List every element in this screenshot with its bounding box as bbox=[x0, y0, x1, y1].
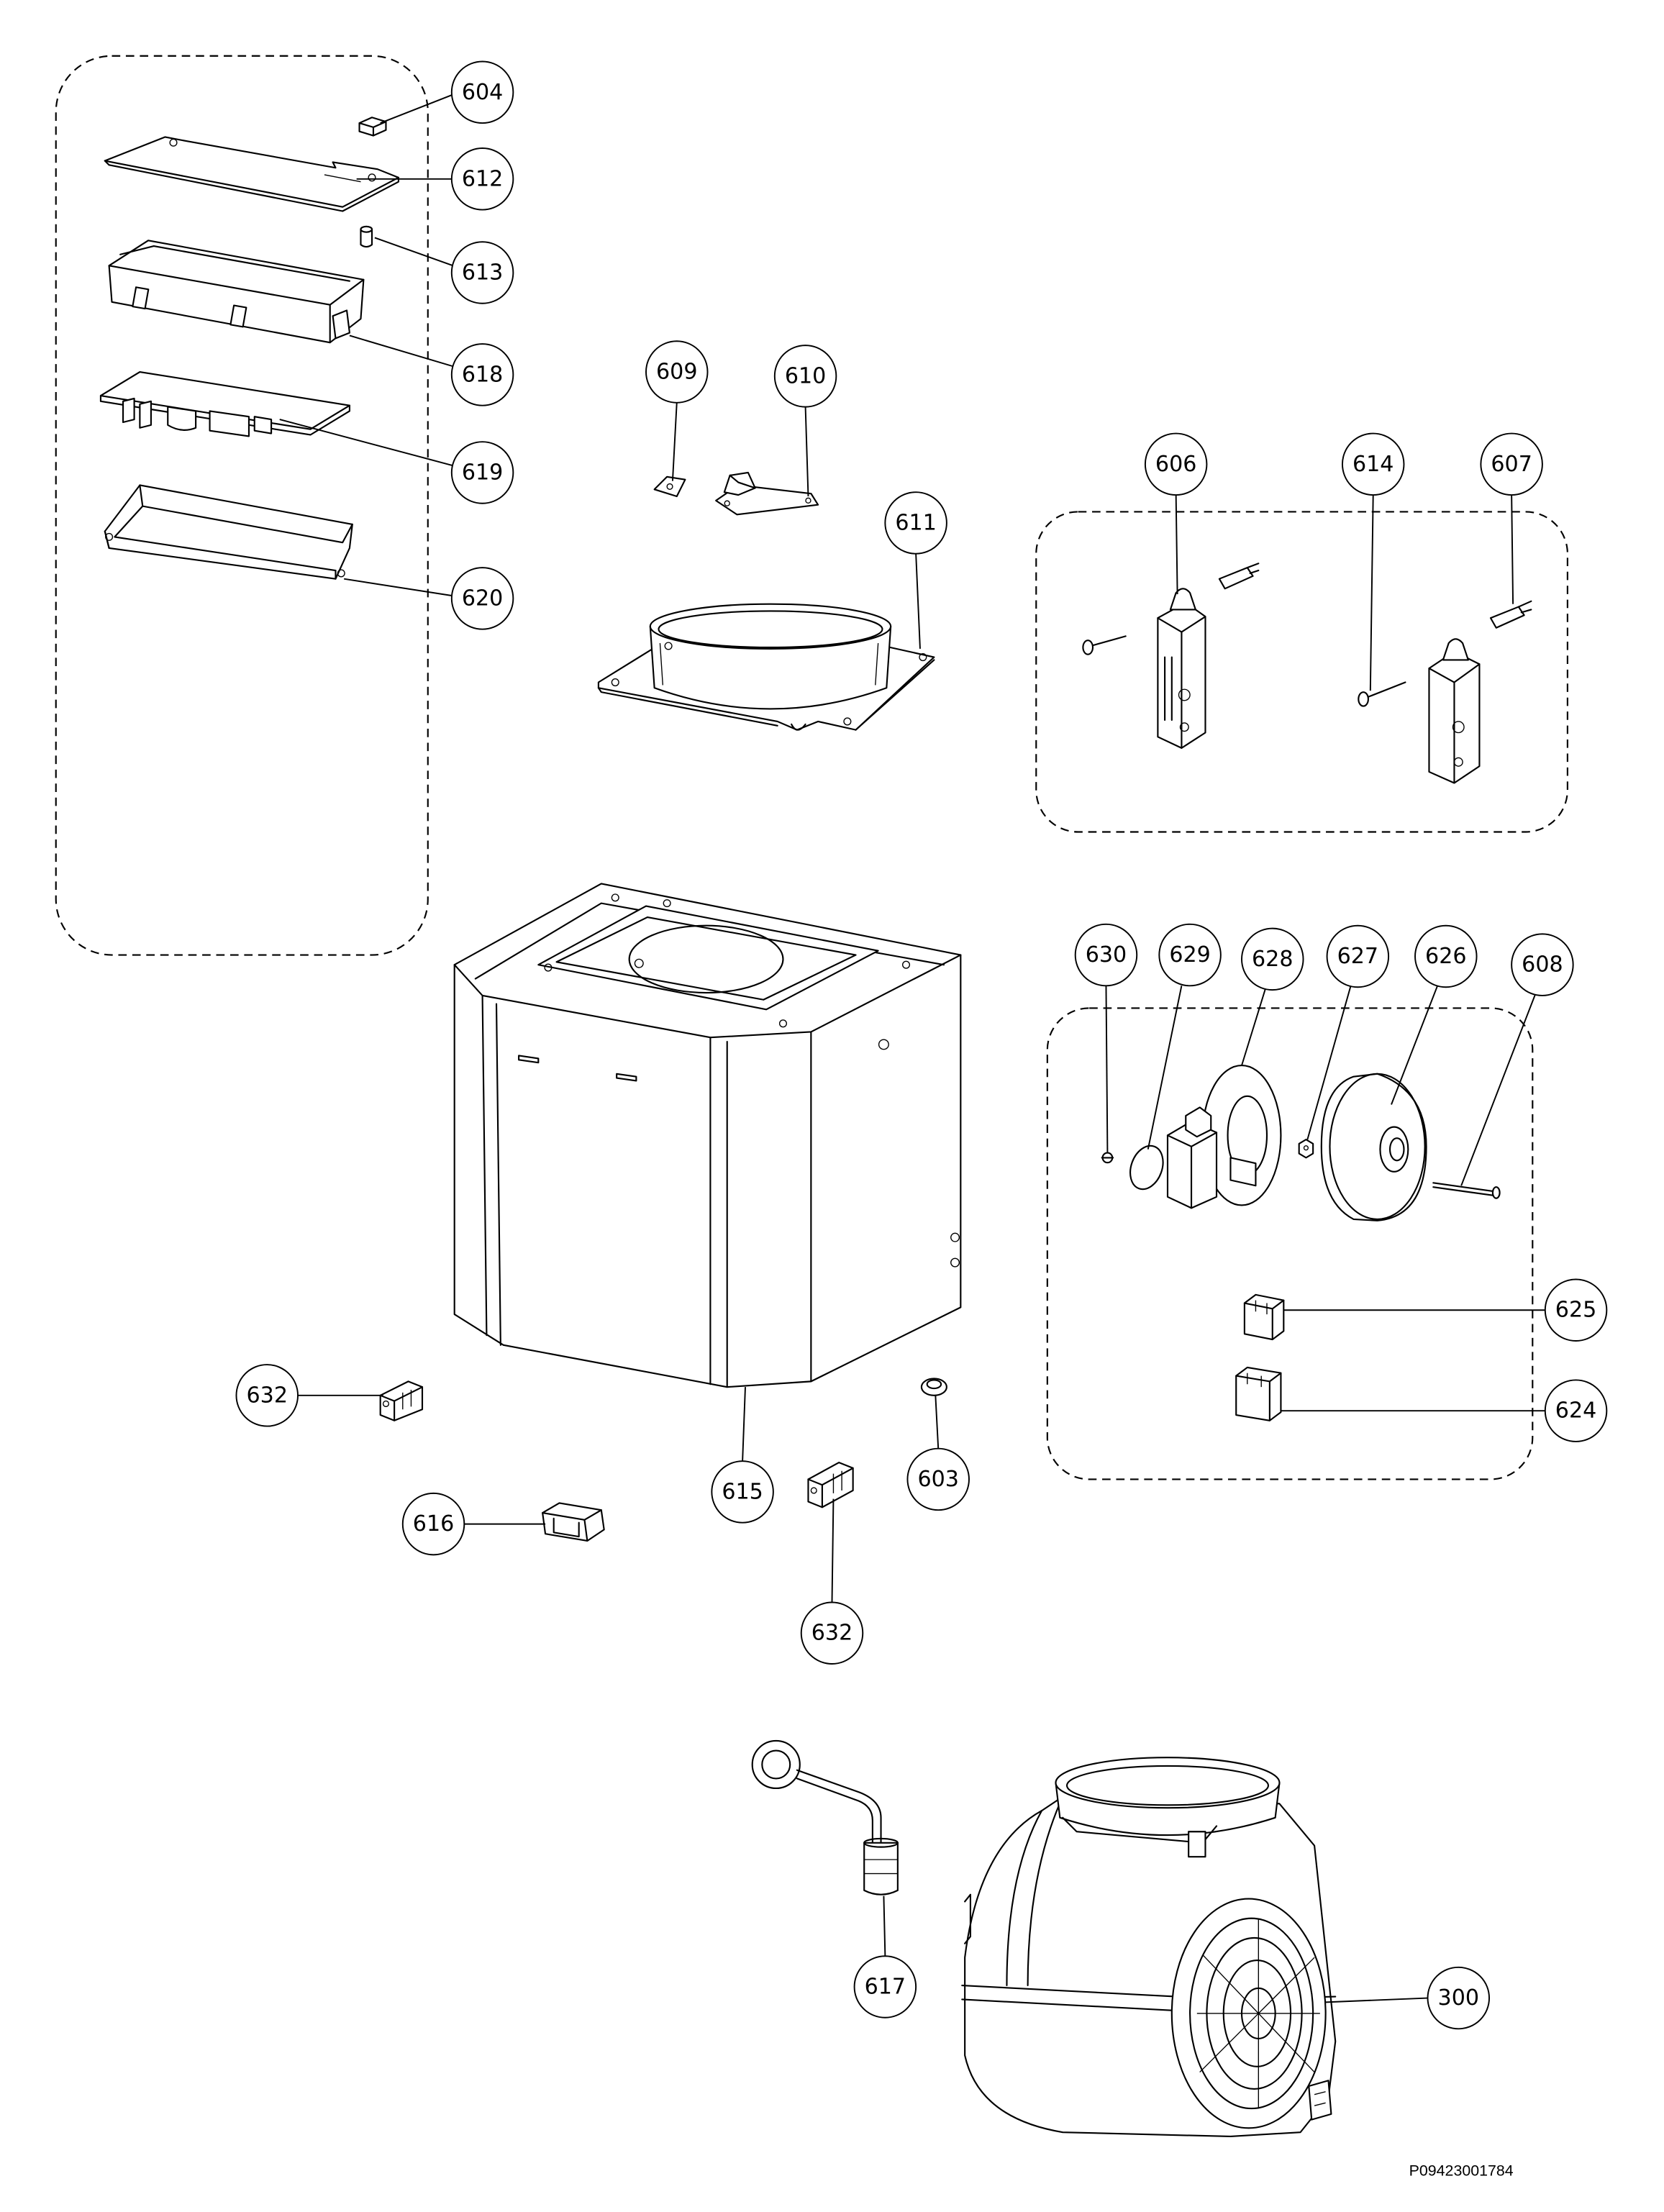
part-625 bbox=[1243, 1293, 1285, 1341]
callout-label: 608 bbox=[1522, 952, 1563, 978]
callout-618: 618 bbox=[349, 334, 514, 406]
callout-300: 300 bbox=[1325, 1966, 1491, 2030]
callout-label: 613 bbox=[462, 260, 503, 286]
callout-label: 632 bbox=[811, 1621, 853, 1646]
group-box-mounting-brackets bbox=[1035, 511, 1568, 833]
callout-617: 617 bbox=[853, 1895, 917, 2018]
part-612 bbox=[104, 136, 400, 212]
part-632-bottom bbox=[807, 1462, 854, 1508]
callout-608: 608 bbox=[1460, 933, 1574, 1186]
part-620 bbox=[104, 484, 353, 580]
part-630 bbox=[1101, 1152, 1114, 1164]
callout-label: 629 bbox=[1169, 942, 1210, 968]
callout-630: 630 bbox=[1074, 923, 1138, 1152]
part-627 bbox=[1298, 1139, 1314, 1159]
callout-label: 612 bbox=[462, 166, 503, 191]
callout-625: 625 bbox=[1283, 1278, 1608, 1342]
part-624 bbox=[1235, 1366, 1282, 1421]
drawing-number: P09423001784 bbox=[1409, 2162, 1514, 2179]
part-614 bbox=[1358, 681, 1406, 707]
callout-label: 620 bbox=[462, 586, 503, 611]
callout-613: 613 bbox=[374, 237, 514, 304]
callout-626: 626 bbox=[1391, 924, 1478, 1105]
part-616 bbox=[542, 1502, 605, 1542]
part-626 bbox=[1320, 1073, 1427, 1221]
part-608 bbox=[1432, 1182, 1501, 1199]
callout-628: 628 bbox=[1241, 927, 1304, 1066]
callout-620: 620 bbox=[344, 567, 514, 630]
part-603 bbox=[920, 1378, 947, 1396]
callout-label: 630 bbox=[1086, 942, 1127, 968]
part-613 bbox=[360, 225, 373, 248]
callout-label: 632 bbox=[247, 1383, 288, 1408]
callout-604: 604 bbox=[380, 60, 514, 124]
callout-610: 610 bbox=[773, 345, 837, 497]
part-606 bbox=[1082, 563, 1260, 749]
callout-label: 614 bbox=[1352, 452, 1394, 477]
callout-label: 609 bbox=[656, 360, 697, 385]
callout-619: 619 bbox=[279, 419, 514, 504]
callout-label: 615 bbox=[722, 1479, 763, 1504]
callout-632-bottom: 632 bbox=[800, 1498, 864, 1665]
callout-612: 612 bbox=[356, 147, 514, 211]
callout-label: 607 bbox=[1491, 452, 1532, 477]
part-610 bbox=[715, 471, 819, 516]
callout-606: 606 bbox=[1144, 432, 1208, 595]
callout-label: 610 bbox=[785, 363, 826, 388]
callout-label: 604 bbox=[462, 80, 503, 105]
part-629 bbox=[1129, 1144, 1164, 1191]
callout-label: 617 bbox=[865, 1974, 906, 1999]
callout-632-left: 632 bbox=[235, 1364, 383, 1427]
part-617 bbox=[751, 1739, 899, 1895]
part-618 bbox=[108, 240, 365, 344]
part-607 bbox=[1489, 600, 1532, 629]
part-300 bbox=[961, 1757, 1337, 2138]
callout-label: 626 bbox=[1425, 944, 1466, 969]
part-628 bbox=[1166, 1065, 1282, 1209]
callout-label: 628 bbox=[1252, 947, 1293, 972]
callout-label: 618 bbox=[462, 362, 503, 387]
callout-614: 614 bbox=[1341, 432, 1405, 691]
callout-label: 606 bbox=[1155, 452, 1196, 477]
callout-627: 627 bbox=[1306, 924, 1390, 1140]
callout-label: 624 bbox=[1555, 1398, 1596, 1424]
callout-label: 619 bbox=[462, 460, 503, 485]
callout-label: 625 bbox=[1555, 1298, 1596, 1323]
part-bracket-right bbox=[1428, 638, 1481, 784]
part-609 bbox=[653, 475, 686, 498]
part-604 bbox=[358, 117, 387, 137]
callout-615: 615 bbox=[711, 1387, 774, 1524]
callout-629: 629 bbox=[1147, 923, 1222, 1150]
callout-624: 624 bbox=[1281, 1379, 1608, 1442]
callout-616: 616 bbox=[401, 1492, 546, 1556]
callout-603: 603 bbox=[906, 1395, 970, 1511]
part-615 bbox=[453, 883, 962, 1388]
callout-609: 609 bbox=[645, 340, 709, 481]
part-611 bbox=[597, 603, 935, 731]
group-box-control-unit bbox=[55, 55, 429, 956]
callout-611: 611 bbox=[884, 491, 947, 649]
callout-label: 611 bbox=[895, 510, 936, 535]
callout-label: 603 bbox=[917, 1467, 958, 1492]
callout-label: 616 bbox=[413, 1511, 454, 1537]
callout-607: 607 bbox=[1480, 432, 1543, 604]
group-box-motor-kit bbox=[1046, 1007, 1534, 1480]
callout-label: 300 bbox=[1438, 1985, 1479, 2011]
callout-label: 627 bbox=[1337, 944, 1378, 969]
part-619 bbox=[99, 370, 350, 437]
part-632-left bbox=[379, 1380, 424, 1421]
